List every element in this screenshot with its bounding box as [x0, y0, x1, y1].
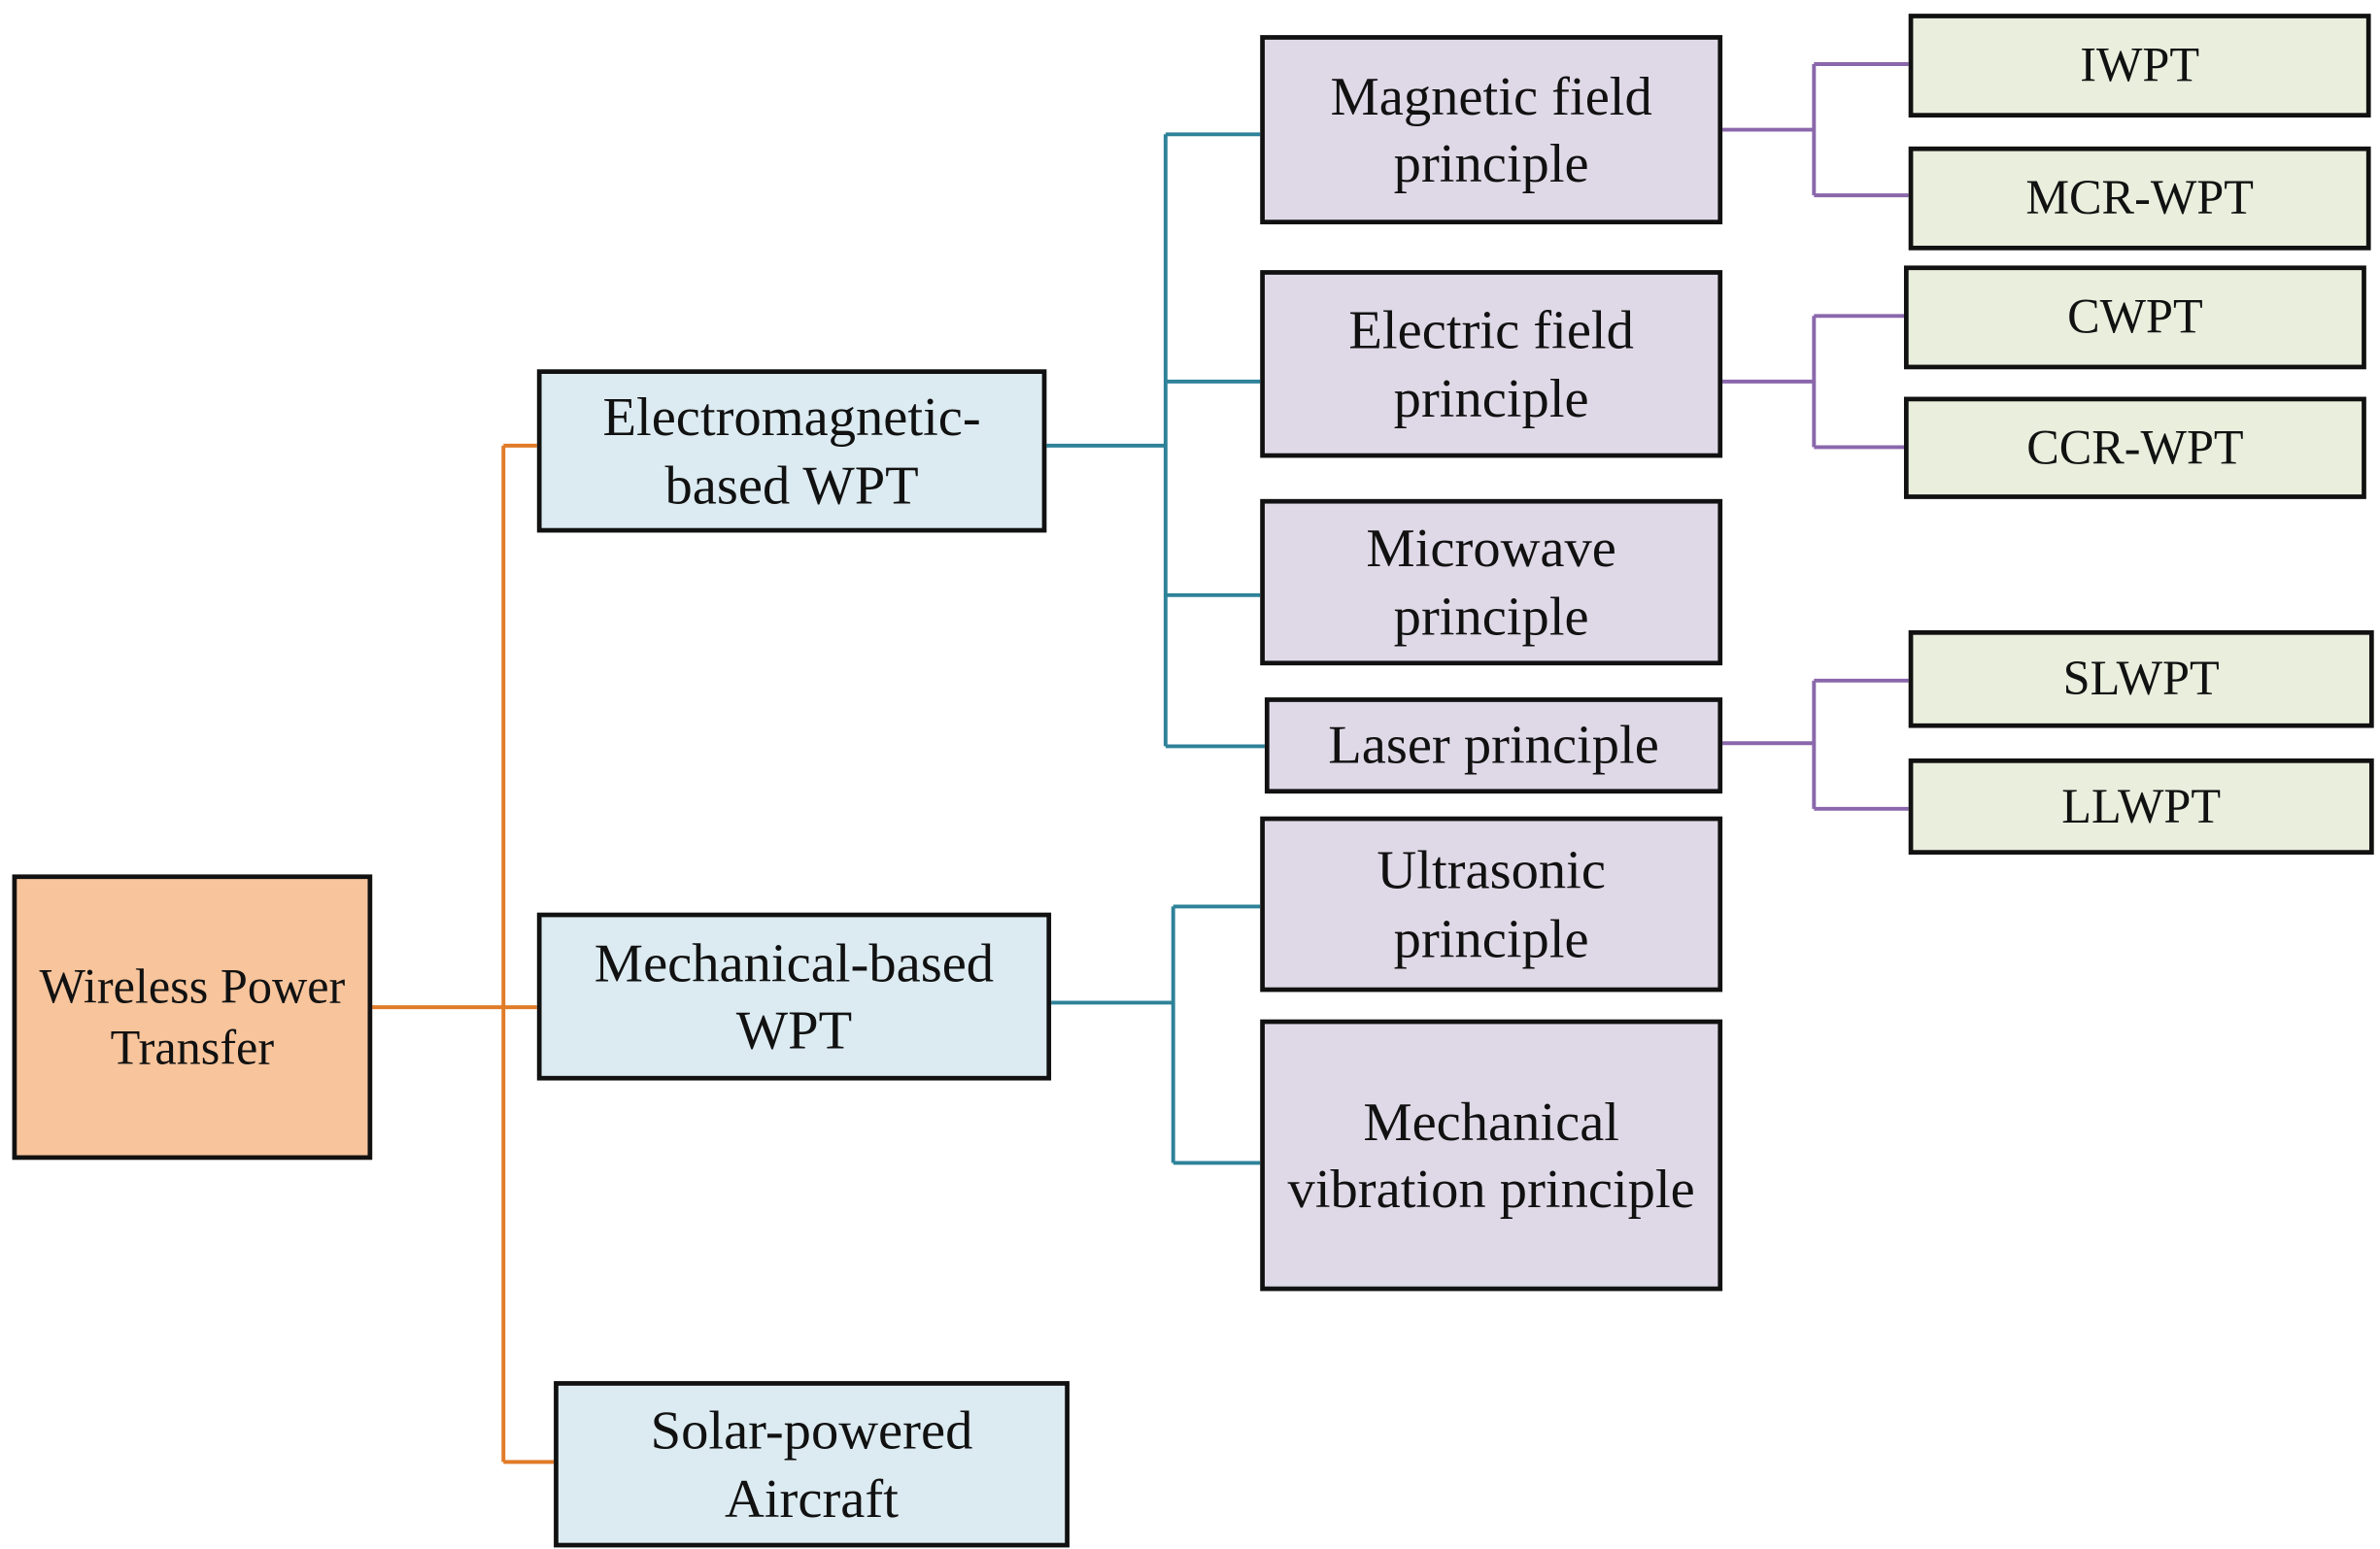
node-label: Microwave principle	[1366, 518, 1616, 647]
node-solar-powered-aircraft: Solar-powered Aircraft	[554, 1381, 1070, 1548]
node-label: SLWPT	[2062, 650, 2220, 706]
node-ultrasonic-principle: Ultrasonic principle	[1260, 816, 1723, 993]
connector-root-to-categories	[365, 443, 555, 1465]
node-label: Wireless Power Transfer	[39, 959, 346, 1074]
connector-laser-to-techniques	[1720, 678, 1909, 811]
node-electric-field-principle: Electric field principle	[1260, 270, 1723, 458]
node-mechanical-vibration-principle: Mechanical vibration principle	[1260, 1019, 1723, 1292]
node-magnetic-field-principle: Magnetic field principle	[1260, 35, 1723, 224]
node-label: Electric field principle	[1348, 299, 1634, 428]
node-llwpt: LLWPT	[1908, 758, 2374, 855]
node-slwpt: SLWPT	[1908, 629, 2374, 728]
connector-magnetic-to-techniques	[1720, 62, 1909, 198]
node-label: Ultrasonic principle	[1377, 839, 1606, 969]
node-mcr-wpt: MCR-WPT	[1908, 146, 2371, 251]
node-iwpt: IWPT	[1908, 14, 2371, 118]
node-mechanical-based-wpt: Mechanical-based WPT	[536, 912, 1052, 1081]
node-laser-principle: Laser principle	[1264, 697, 1723, 794]
node-label: LLWPT	[2061, 778, 2222, 833]
node-label: CWPT	[2067, 288, 2203, 345]
node-wireless-power-transfer: Wireless Power Transfer	[12, 874, 373, 1161]
connector-electric-to-techniques	[1720, 314, 1904, 450]
node-label: Mechanical-based WPT	[594, 931, 995, 1061]
node-cwpt: CWPT	[1903, 265, 2366, 370]
node-label: Solar-powered Aircraft	[650, 1399, 973, 1529]
node-label: Magnetic field principle	[1330, 65, 1652, 194]
node-label: Laser principle	[1328, 714, 1659, 776]
node-ccr-wpt: CCR-WPT	[1903, 396, 2366, 499]
node-microwave-principle: Microwave principle	[1260, 498, 1723, 666]
connector-mech-to-principles	[1051, 904, 1261, 1165]
connector-em-to-principles	[1046, 132, 1265, 749]
node-label: Mechanical vibration principle	[1287, 1091, 1695, 1220]
node-electromagnetic-based-wpt: Electromagnetic- based WPT	[536, 369, 1047, 533]
node-label: IWPT	[2080, 37, 2200, 92]
node-label: CCR-WPT	[2026, 419, 2244, 475]
node-label: Electromagnetic- based WPT	[602, 386, 981, 516]
node-label: MCR-WPT	[2025, 169, 2254, 225]
